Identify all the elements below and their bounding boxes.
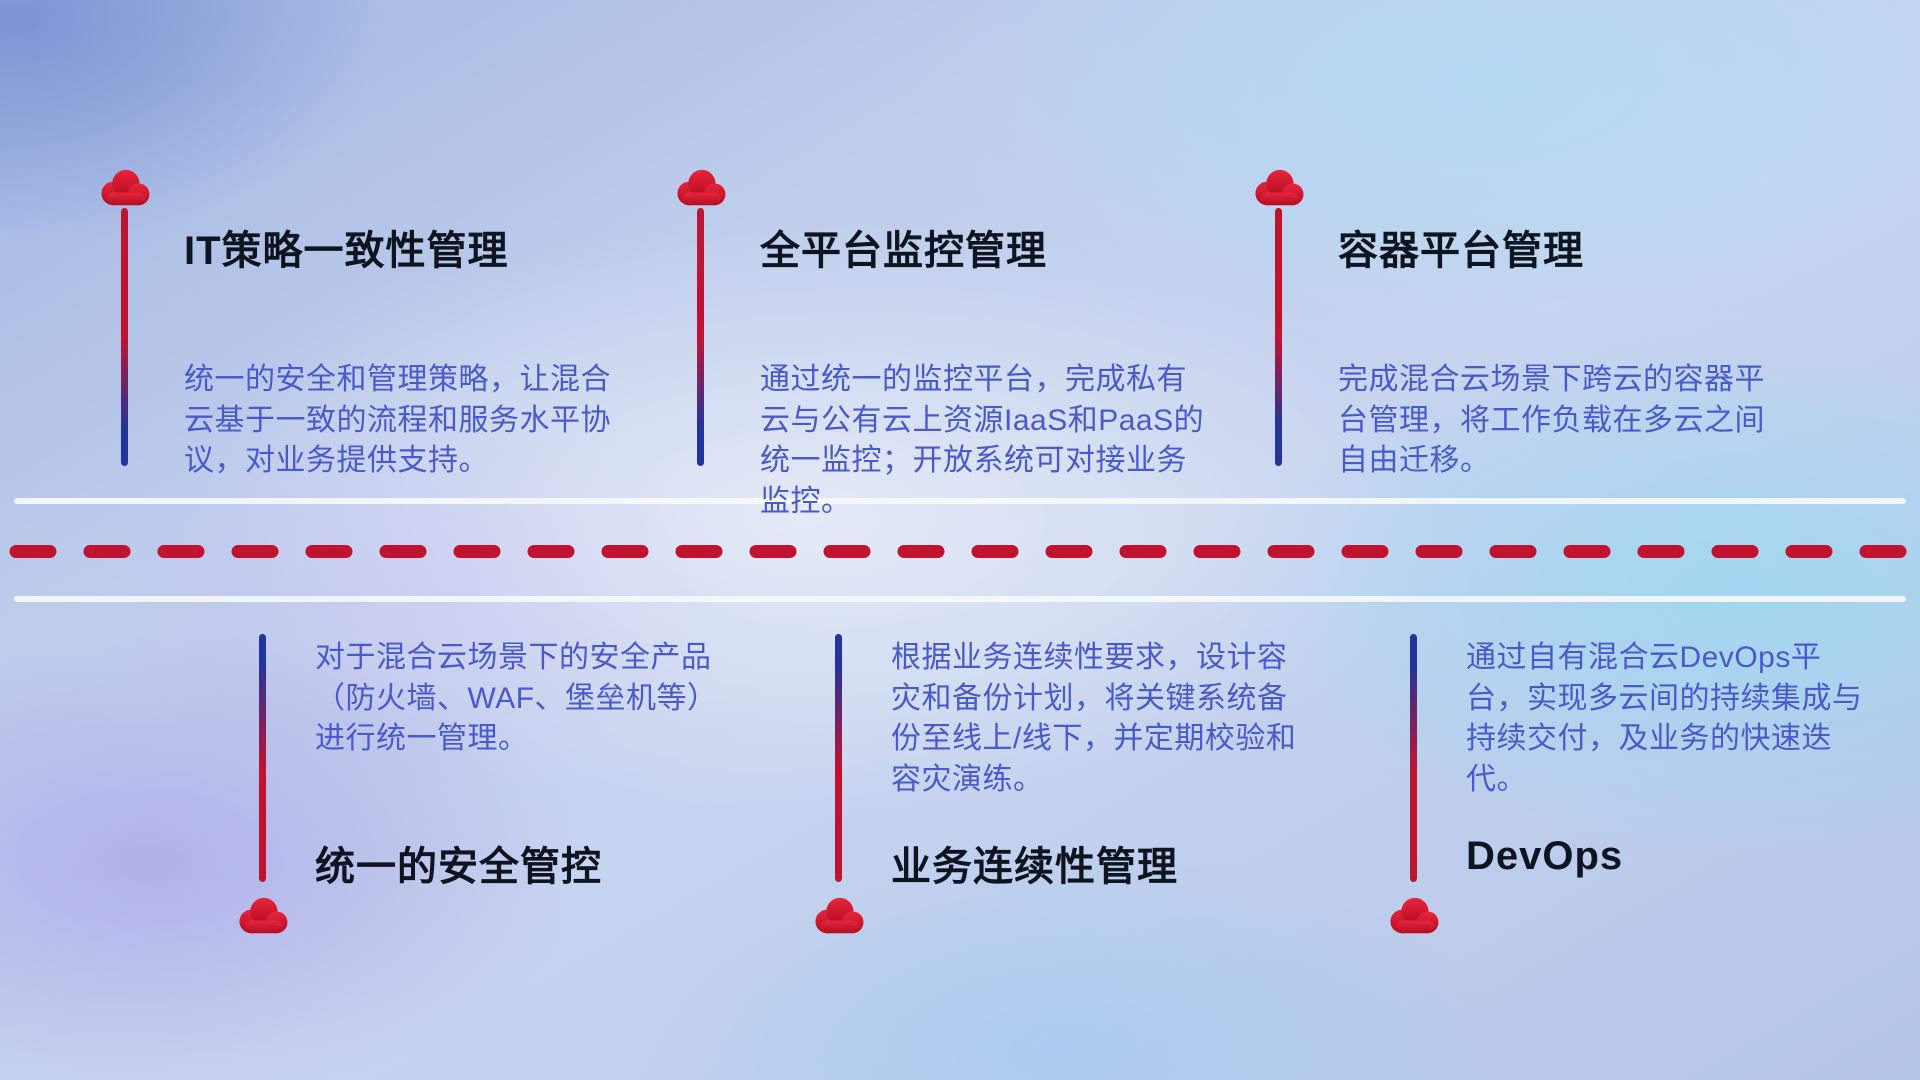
item-title: DevOps <box>1466 834 1624 878</box>
item-description: 统一的安全和管理策略，让混合云基于一致的流程和服务水平协议，对业务提供支持。 <box>184 363 611 477</box>
capability-item-devops: 通过自有混合云DevOps平台，实现多云间的持续集成与持续交付，及业务的快速迭代… <box>1390 634 1920 954</box>
cloud-icon <box>1390 897 1439 934</box>
capability-item-business-continuity: 根据业务连续性要求，设计容灾和备份计划，将关键系统备份至线上/线下，并定期校验和… <box>815 634 1345 954</box>
item-description: 通过统一的监控平台，完成私有云与公有云上资源IaaS和PaaS的统一监控；开放系… <box>760 363 1205 518</box>
divider-line-lower <box>14 596 1906 602</box>
timeline-stem <box>121 208 128 466</box>
capability-item-monitoring: 全平台监控管理 通过统一的监控平台，完成私有云与公有云上资源IaaS和PaaS的… <box>672 168 1232 518</box>
cloud-icon <box>101 169 150 206</box>
cloud-icon <box>239 897 288 934</box>
cloud-icon <box>677 169 726 206</box>
timeline-stem <box>697 208 704 466</box>
capability-item-it-policy: IT策略一致性管理 统一的安全和管理策略，让混合云基于一致的流程和服务水平协议，… <box>96 168 656 488</box>
item-title: 统一的安全管控 <box>315 845 602 889</box>
capability-item-security-control: 对于混合云场景下的安全产品（防火墙、WAF、堡垒机等）进行统一管理。 统一的安全… <box>239 634 769 954</box>
item-title: 容器平台管理 <box>1338 229 1584 273</box>
timeline-stem <box>1410 634 1417 882</box>
item-description: 对于混合云场景下的安全产品（防火墙、WAF、堡垒机等）进行统一管理。 <box>315 641 718 755</box>
timeline-stem <box>835 634 842 882</box>
item-description: 根据业务连续性要求，设计容灾和备份计划，将关键系统备份至线上/线下，并定期校验和… <box>891 641 1297 796</box>
item-title: IT策略一致性管理 <box>184 229 509 273</box>
cloud-icon <box>815 897 864 934</box>
capability-item-container-platform: 容器平台管理 完成混合云场景下跨云的容器平台管理，将工作负载在多云之间自由迁移。 <box>1250 168 1810 488</box>
item-title: 业务连续性管理 <box>891 845 1178 889</box>
item-description: 通过自有混合云DevOps平台，实现多云间的持续集成与持续交付，及业务的快速迭代… <box>1466 641 1863 796</box>
item-description: 完成混合云场景下跨云的容器平台管理，将工作负载在多云之间自由迁移。 <box>1338 363 1765 477</box>
timeline-stem <box>1275 208 1282 466</box>
timeline-stem <box>259 634 266 882</box>
item-title: 全平台监控管理 <box>760 229 1047 273</box>
cloud-icon <box>1255 169 1304 206</box>
divider-line-upper <box>14 498 1906 504</box>
divider-line-dashed <box>9 545 1911 558</box>
